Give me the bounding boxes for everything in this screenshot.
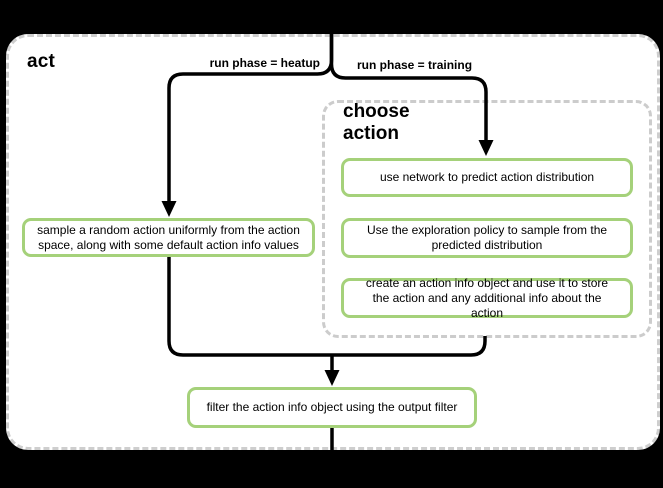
node-sample-random-action: sample a random action uniformly from th…: [22, 218, 315, 257]
choose-action-title: choose action: [343, 101, 410, 144]
act-title: act: [27, 51, 56, 72]
edge-label-training: run phase = training: [357, 58, 473, 72]
node-filter-output: filter the action info object using the …: [187, 387, 477, 428]
node-use-network: use network to predict action distributi…: [341, 158, 633, 197]
edge-label-heatup: run phase = heatup: [209, 56, 320, 70]
node-exploration-policy: Use the exploration policy to sample fro…: [341, 218, 633, 258]
node-create-action-info: create an action info object and use it …: [341, 276, 633, 320]
